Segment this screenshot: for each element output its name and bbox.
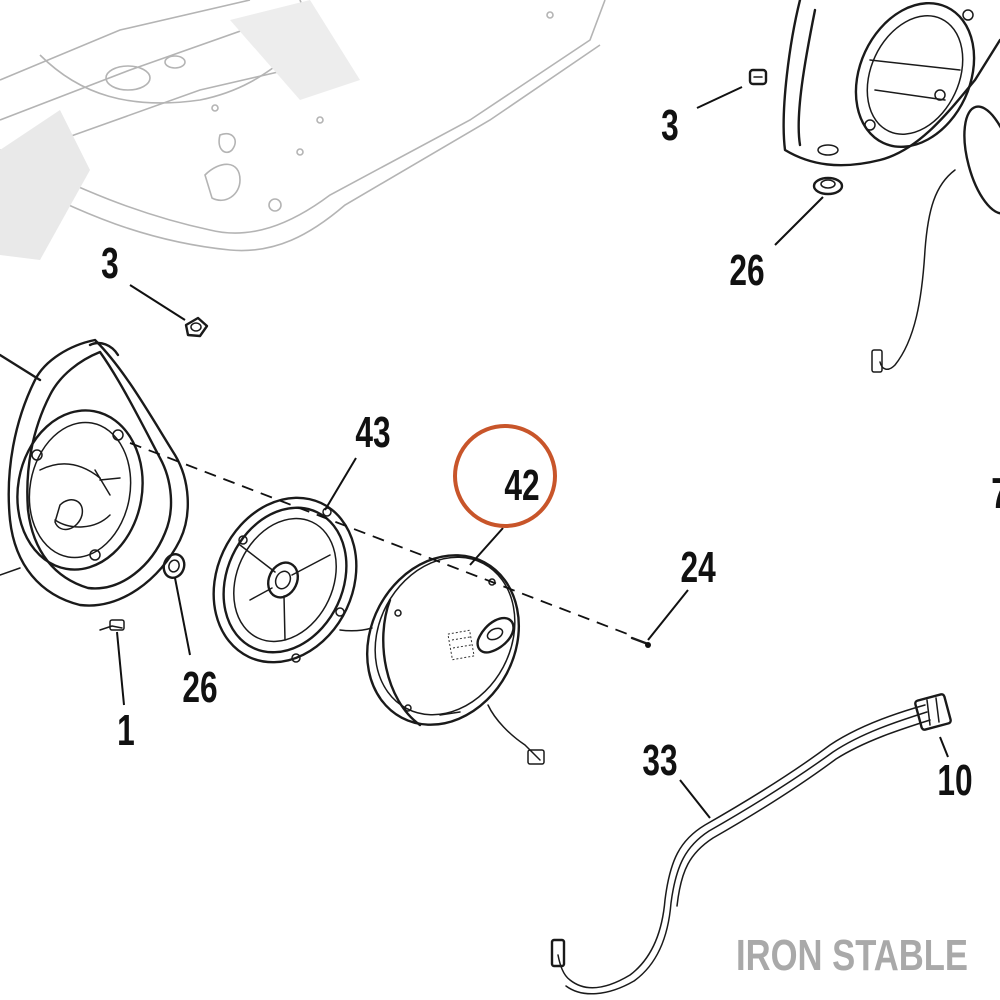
leader-lines [116,86,949,819]
speaker-grill-42 [365,554,545,765]
connector-10 [914,693,952,731]
assembly-axis-line [129,442,631,636]
callout-24: 24 [680,543,716,592]
grommet-26-left [162,553,186,579]
callout-33: 33 [642,736,677,785]
screw-3-left [184,316,209,338]
speaker-enclosure-left [0,338,189,607]
callout-7-partial: 7 [991,469,1000,518]
callout-3-top-right: 3 [661,101,679,150]
highlight-circle-42 [453,424,557,528]
watermark-text: IRON STABLE [736,931,968,980]
grommet-26-top-right [812,176,844,196]
callout-3-left: 3 [101,239,119,288]
wire-harness-33 [550,693,952,995]
fairing-outline [0,0,606,260]
callout-26-top-right: 26 [729,246,764,295]
grill-mesh [447,629,475,661]
screw-3-top-right [748,68,768,86]
callout-1: 1 [117,706,135,755]
callout-43: 43 [355,408,390,457]
callout-42: 42 [504,461,539,510]
screw-24 [630,636,651,648]
speaker-pod-top-right [782,0,1000,373]
callout-10: 10 [937,756,972,805]
callouts: 3 26 3 43 42 24 26 1 33 10 7 [101,101,1000,805]
callout-26-left: 26 [182,663,217,712]
speaker-43 [212,496,373,664]
screw-1 [99,619,125,631]
